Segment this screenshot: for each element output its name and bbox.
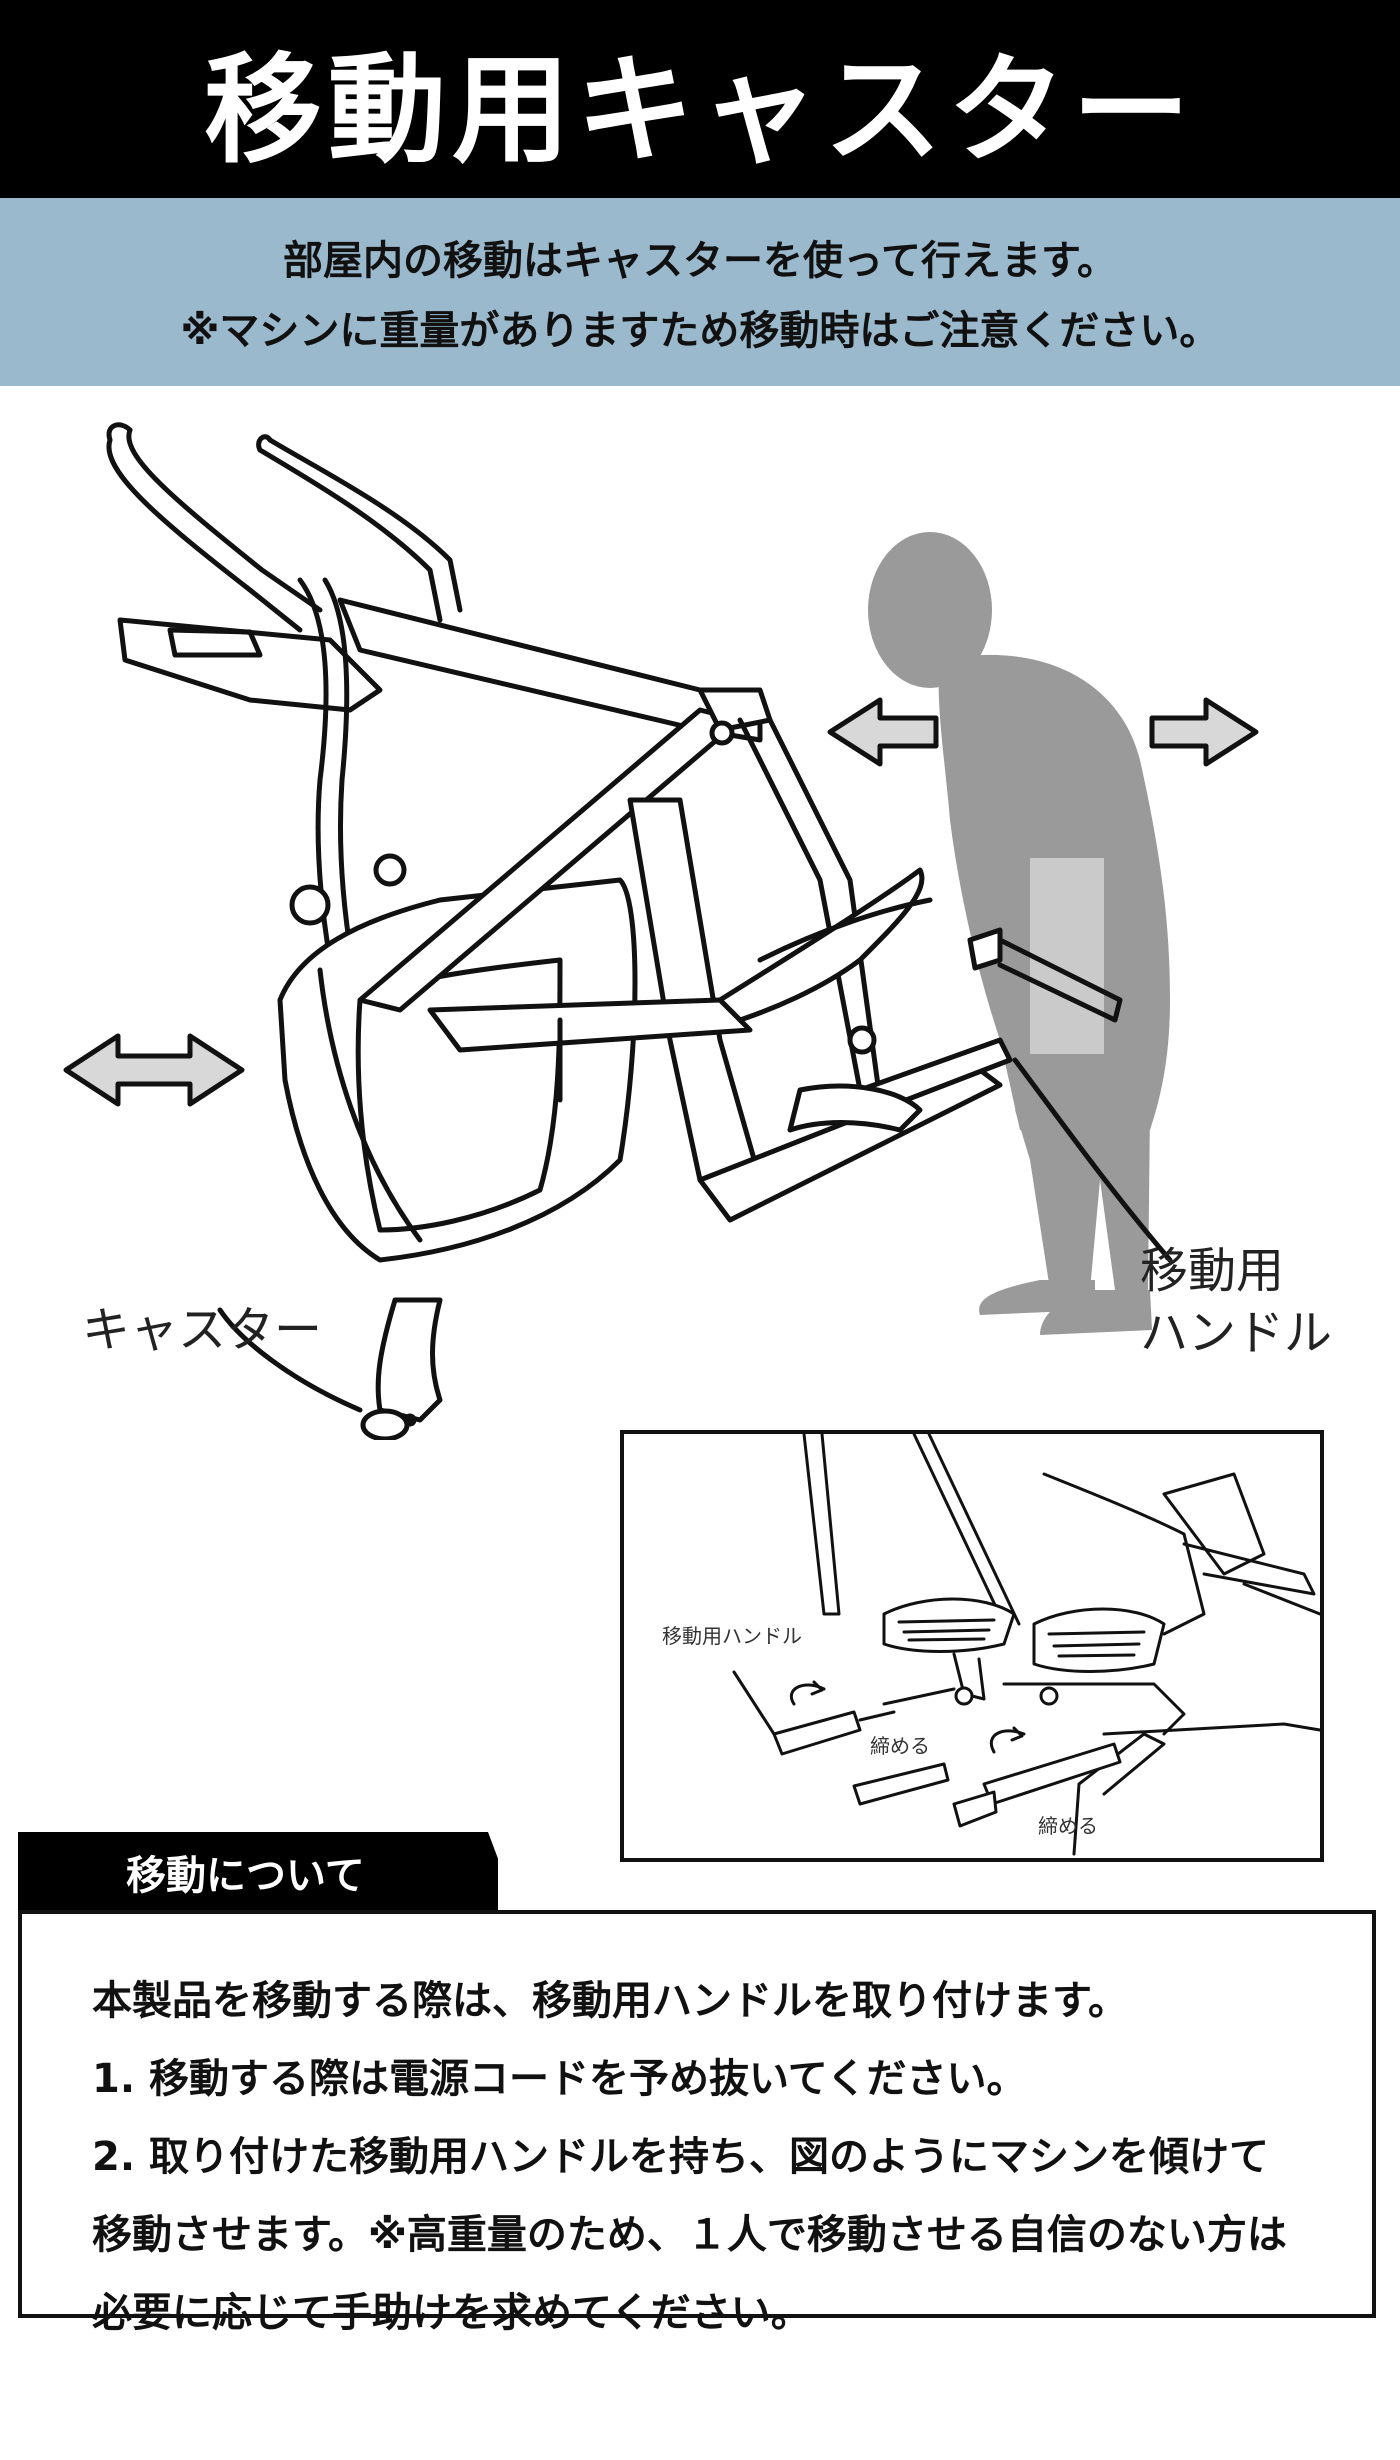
inset-drawing [732,1434,1320,1856]
page-title: 移動用キャスター [203,40,1196,179]
arrow-left-icon [827,697,939,767]
section-tab-label: 移動について [126,1853,365,1899]
caster-label: キャスター [82,1302,323,1358]
subtitle-line-1: 部屋内の移動はキャスターを使って行えます。 [283,238,1117,284]
title-bar: 移動用キャスター [0,0,1400,198]
info-line-5: 必要に応じて手助けを求めてください。 [92,2290,811,2336]
info-box: 本製品を移動する際は、移動用ハンドルを取り付けます。 1. 移動する際は電源コー… [18,1910,1376,2336]
subtitle-band: 部屋内の移動はキャスターを使って行えます。 ※マシンに重量がありますため移動時は… [0,198,1400,386]
info-line-1: 本製品を移動する際は、移動用ハンドルを取り付けます。 [92,1978,1128,2024]
handle-label-line-1: 移動用 [1140,1243,1285,1299]
double-arrow-icon [63,1033,245,1107]
inset-tighten-label-1: 締める [870,1734,930,1758]
arrow-right-icon [1149,697,1259,767]
handle-label-line-2: ハンドル [1140,1305,1333,1361]
info-line-2: 1. 移動する際は電源コードを予め抜いてください。 [92,2056,1027,2102]
handle-attach-inset: 移動用ハンドル 締める 締める [620,1430,1324,1862]
section-tab: 移動について [18,1832,498,1912]
elliptical-machine [106,422,1173,1440]
handle-label: 移動用 ハンドル [1140,1240,1332,1364]
person-silhouette [868,532,1170,1335]
info-line-3: 2. 取り付けた移動用ハンドルを持ち、図のようにマシンを傾けて [92,2134,1269,2180]
info-line-4: 移動させます。※高重量のため、１人で移動させる自信のない方は [92,2212,1287,2258]
inset-handle-label: 移動用ハンドル [662,1624,802,1648]
machine-illustration [63,422,1259,1440]
inset-tighten-label-2: 締める [1038,1814,1098,1838]
subtitle-line-2: ※マシンに重量がありますため移動時はご注意ください。 [180,308,1220,354]
